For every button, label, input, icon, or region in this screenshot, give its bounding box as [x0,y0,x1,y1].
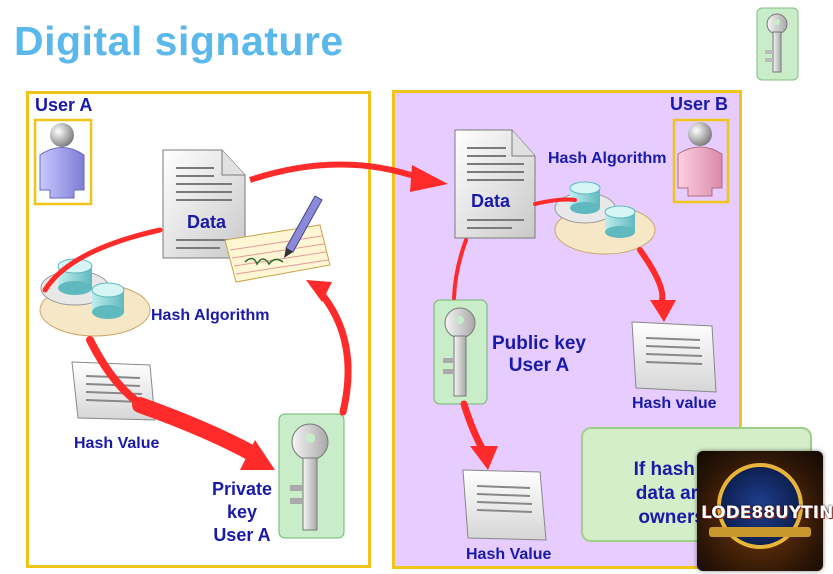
hash-algorithm-label-b: Hash Algorithm [548,150,667,167]
hash-algorithm-label-a: Hash Algorithm [151,307,270,324]
user-a-label: User A [35,95,93,115]
hash-value-label-b-bottom: Hash Value [466,546,552,563]
user-b-label: User B [670,94,729,114]
person-icon [672,118,730,204]
gear-icon [554,181,656,255]
arrow [42,227,352,470]
arrow [249,161,448,192]
gear-icon [39,258,151,337]
data-label-b: Data [471,191,511,211]
private-key-line2: key [226,502,258,522]
arrow [452,197,676,470]
logo-ribbon [709,527,811,537]
private-key-line1: Private [211,479,273,499]
person-icon [33,118,93,206]
watermark-logo: LODE88UYTIN [697,451,833,571]
public-key-label: Public key User A [490,333,588,377]
scroll-icon [462,469,547,541]
public-key-line1: Public key [492,333,586,354]
public-key-line2: User A [508,355,570,376]
document-icon [454,129,536,239]
private-key-line3: User A [213,525,271,545]
signature-pen-icon [224,195,331,283]
data-label-a: Data [187,212,227,232]
key-icon [433,299,488,405]
logo-brand-text: LODE88UYTIN [701,503,833,523]
document-icon [162,149,246,259]
hash-value-label-a: Hash Value [74,435,160,452]
private-key-label: Private key User A [196,478,288,547]
key-icon [278,413,345,539]
page-title: Digital signature [14,18,344,64]
scroll-icon [631,321,717,393]
key-icon [756,7,799,81]
hash-value-label-b-right: Hash value [632,395,717,412]
